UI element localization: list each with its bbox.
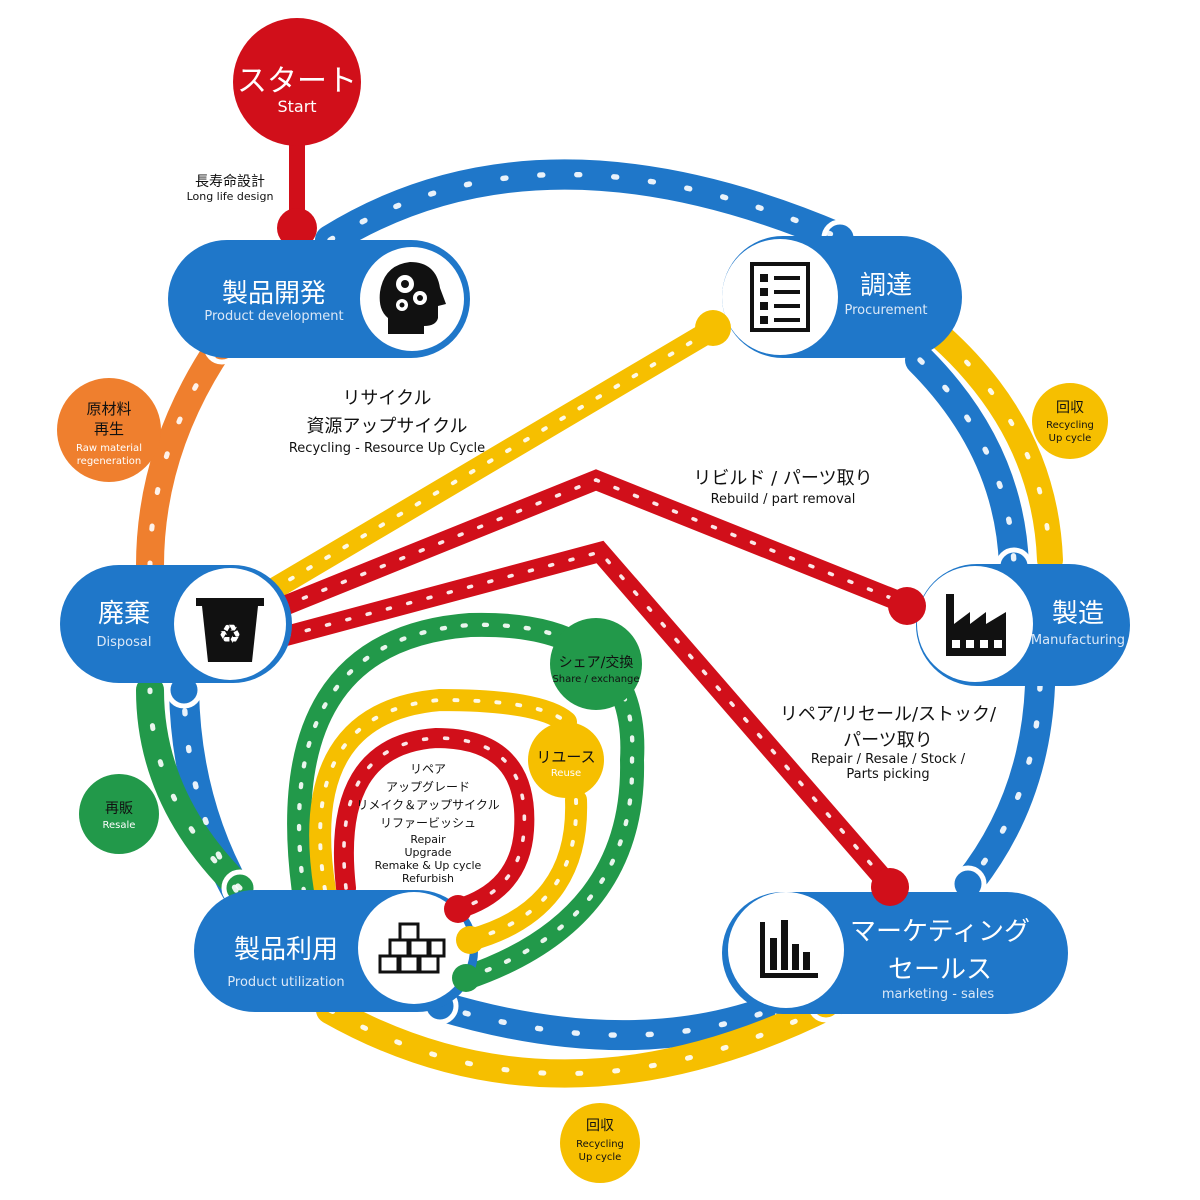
- badge-resale[interactable]: 再販 Resale: [79, 774, 159, 854]
- flow-raw-material-arrows: [147, 343, 223, 569]
- badge-title: 回収: [586, 1118, 614, 1134]
- badge-reuse[interactable]: リユース Reuse: [528, 722, 604, 798]
- badge-recycling-bottom[interactable]: 回収 Recycling Up cycle: [560, 1103, 640, 1183]
- node-product-utilization[interactable]: 製品利用 Product utilization: [194, 890, 478, 1012]
- inner-label-ja3: リメイク＆アップサイクル: [356, 798, 499, 812]
- badge-title-1: 原材料: [86, 400, 131, 418]
- bar-chart-icon: [760, 920, 818, 978]
- badge-sub-1: Raw material: [76, 443, 142, 454]
- node-title-line2: セールス: [888, 955, 992, 985]
- flow-repair-resale-arrows: [284, 549, 892, 888]
- flow-inner-red-arrows: [342, 736, 527, 911]
- flow-recycling-diagonal-arrows: [270, 328, 714, 592]
- repair-resale-label-ja2: パーツ取り: [843, 730, 933, 751]
- recycling-label-ja1: リサイクル: [342, 388, 431, 409]
- long-life-label-en: Long life design: [187, 190, 274, 203]
- long-life-label-ja: 長寿命設計: [195, 173, 265, 190]
- badge-title: 再販: [105, 801, 133, 817]
- flow-inner-yellow-arrows: [318, 698, 579, 942]
- badge-sub-1: Recycling: [1046, 420, 1094, 431]
- inner-label-en3: Remake & Up cycle: [375, 859, 482, 872]
- inner-red-endpoint-dot: [444, 895, 472, 923]
- recycling-label-ja2: 資源アップサイクル: [306, 416, 467, 437]
- node-subtitle: Disposal: [97, 635, 152, 650]
- node-manufacturing[interactable]: 製造 Manufacturing: [916, 564, 1130, 686]
- badge-raw-material[interactable]: 原材料 再生 Raw material regeneration: [57, 378, 161, 482]
- head-gears-icon: [379, 262, 446, 334]
- badge-title-2: 再生: [94, 420, 124, 438]
- node-title: 製品利用: [234, 935, 338, 965]
- factory-icon: [946, 594, 1006, 656]
- node-subtitle: marketing - sales: [882, 987, 995, 1002]
- node-title: 廃棄: [98, 599, 150, 629]
- node-subtitle: Product development: [204, 309, 343, 324]
- badge-sub-2: regeneration: [77, 456, 141, 467]
- flow-raw-material: [136, 332, 234, 580]
- recycling-endpoint-dot: [695, 310, 731, 346]
- badge-share-exchange[interactable]: シェア/交換 Share / exchange: [550, 618, 642, 710]
- flow-recycling-right-arrows: [937, 333, 1053, 563]
- node-title: 製品開発: [222, 279, 326, 309]
- flow-manufacturing-to-marketing-arrows: [965, 683, 1043, 887]
- start-subtitle: Start: [277, 97, 316, 116]
- flow-resale-arrows: [147, 687, 243, 891]
- node-title-line1: マーケティング: [850, 917, 1030, 947]
- node-title: 調達: [860, 271, 912, 301]
- node-procurement[interactable]: 調達 Procurement: [722, 236, 962, 358]
- badge-sub-2: Up cycle: [579, 1152, 622, 1163]
- start-marker[interactable]: スタート Start: [233, 18, 361, 248]
- boxes-icon: [378, 922, 446, 974]
- repair-resale-label-ja1: リペア/リセール/ストック/: [780, 704, 997, 725]
- repair-resale-label-en1: Repair / Resale / Stock /: [811, 752, 966, 767]
- inner-label-en4: Refurbish: [402, 872, 454, 885]
- badge-title: 回収: [1056, 400, 1084, 416]
- flow-rebuild-arrows: [282, 478, 908, 608]
- node-subtitle: Product utilization: [227, 975, 344, 990]
- node-marketing-sales[interactable]: マーケティング セールス marketing - sales: [722, 892, 1068, 1014]
- flow-procurement-to-manufacturing: [905, 345, 1029, 581]
- inner-label-ja1: リペア: [410, 762, 446, 776]
- inner-label-en2: Upgrade: [404, 846, 451, 859]
- badge-sub-1: Recycling: [576, 1139, 624, 1150]
- badge-sub: Reuse: [551, 768, 581, 779]
- inner-label-ja4: リファービッシュ: [380, 816, 476, 830]
- node-subtitle: Manufacturing: [1031, 633, 1125, 648]
- flow-marketing-to-utilization-arrows: [437, 1003, 763, 1038]
- badge-sub-2: Up cycle: [1049, 433, 1092, 444]
- start-title: スタート: [237, 64, 357, 99]
- badge-sub: Resale: [103, 820, 136, 831]
- repair-resale-label-en2: Parts picking: [846, 767, 929, 782]
- inner-label-ja2: アップグレード: [386, 780, 470, 794]
- node-subtitle: Procurement: [844, 303, 927, 318]
- rebuild-label-ja: リビルド / パーツ取り: [693, 468, 872, 489]
- flow-marketing-to-utilization: [425, 991, 775, 1051]
- badge-title: シェア/交換: [559, 654, 634, 671]
- inner-label-en1: Repair: [410, 833, 446, 846]
- flow-dev-to-procurement-arrows: [327, 171, 843, 243]
- flow-recycling-bottom-arrows: [327, 1001, 835, 1077]
- node-title: 製造: [1052, 599, 1104, 629]
- rebuild-endpoint-dot: [888, 587, 926, 625]
- inner-green-endpoint-dot: [452, 964, 480, 992]
- recycling-label-en: Recycling - Resource Up Cycle: [289, 441, 485, 456]
- repair-endpoint-dot: [871, 868, 909, 906]
- badge-title: リユース: [536, 748, 595, 766]
- inner-yellow-endpoint-dot: [456, 926, 484, 954]
- recycle-bin-icon: ♻: [196, 598, 264, 662]
- rebuild-label-en: Rebuild / part removal: [711, 492, 856, 507]
- badge-sub: Share / exchange: [552, 674, 639, 685]
- svg-text:♻: ♻: [218, 620, 241, 650]
- node-product-development[interactable]: 製品開発 Product development: [168, 240, 470, 358]
- badge-recycling-right[interactable]: 回収 Recycling Up cycle: [1032, 383, 1108, 459]
- node-disposal[interactable]: 廃棄 Disposal ♻: [60, 565, 292, 683]
- checklist-icon: [750, 262, 810, 332]
